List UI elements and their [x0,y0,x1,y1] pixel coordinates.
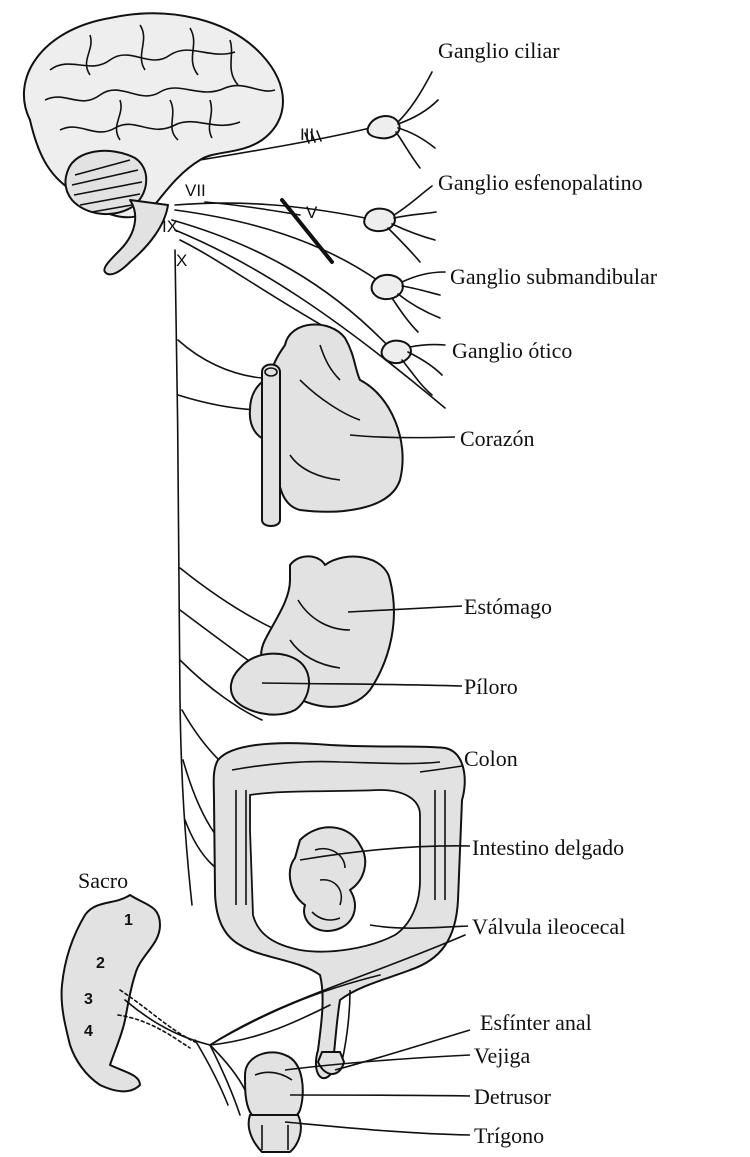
sacral-segment-4: 4 [84,1023,93,1040]
label-estomago: Estómago [464,594,552,619]
ganglion-esfenopalatino [364,186,436,262]
label-intestino-delgado: Intestino delgado [472,835,624,860]
ganglion-otico [382,341,445,395]
label-detrusor: Detrusor [474,1084,552,1109]
label-vejiga: Vejiga [474,1043,530,1068]
cranial-nerve-vii-label: VII [185,181,206,200]
ganglion-ciliar [368,72,438,168]
stomach-illustration [231,556,394,714]
label-ganglio-ciliar: Ganglio ciliar [438,38,560,63]
ganglion-submandibular [372,272,445,332]
bladder-illustration [245,1052,303,1152]
label-corazon: Corazón [460,426,535,451]
intestines-illustration [214,743,465,1078]
label-esfinter-anal: Esfínter anal [480,1010,592,1035]
label-ganglio-esfenopalatino: Ganglio esfenopalatino [438,170,643,195]
label-ganglio-otico: Ganglio ótico [452,338,572,363]
cranial-nerve-v-label: V [306,203,318,222]
label-trigono: Trígono [474,1123,544,1148]
label-ganglio-submandibular: Ganglio submandibular [450,264,658,289]
sacral-segment-1: 1 [124,912,133,929]
label-sacro: Sacro [78,868,128,893]
cranial-nerve-iii-label: III [300,125,314,144]
cranial-nerve-ix-label: IX [162,217,178,236]
cranial-nerve-x-label: X [176,251,187,270]
brain-illustration [24,13,283,274]
label-colon: Colon [464,746,518,771]
sacral-segment-2: 2 [96,955,105,972]
sacrum-illustration: 1 2 3 4 [62,895,195,1091]
label-valvula-ileocecal: Válvula ileocecal [472,914,625,939]
label-piloro: Píloro [464,674,518,699]
sacral-segment-3: 3 [84,991,93,1008]
